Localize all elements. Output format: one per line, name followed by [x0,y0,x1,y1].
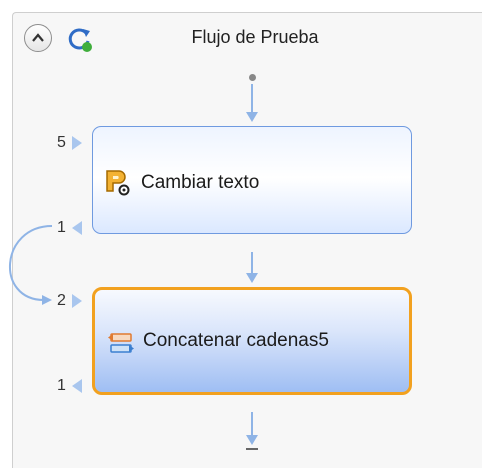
connector-arrowhead [246,435,258,445]
loop-connector-arrowhead [42,295,52,305]
node-2-input-port-marker[interactable] [70,292,84,310]
connector-arrowhead [246,273,258,283]
flow-title: Flujo de Prueba [191,27,319,47]
concatenate-icon [108,333,134,353]
node-1-input-port-marker[interactable] [70,134,84,152]
change-text-icon [106,170,130,196]
flow-node-cambiar-texto[interactable]: Cambiar texto [92,126,412,234]
node-1-input-port-number: 5 [57,134,66,151]
node-label: Concatenar cadenas5 [143,330,329,351]
node-2-input-port-number: 2 [57,292,66,309]
node-label: Cambiar texto [141,172,260,193]
node-1-output-port-number: 1 [57,219,66,236]
refresh-icon[interactable] [66,26,94,54]
node-1-output-port-marker[interactable] [70,219,84,237]
connector-arrowhead [246,112,258,122]
collapse-button[interactable] [24,24,52,52]
node-2-output-port-marker[interactable] [70,377,84,395]
flow-start-point [249,74,256,81]
chevron-up-icon [32,33,44,42]
loop-connector [9,225,53,301]
flow-node-concatenar-cadenas5[interactable]: Concatenar cadenas5 [92,287,412,395]
node-2-output-port-number: 1 [57,377,66,394]
